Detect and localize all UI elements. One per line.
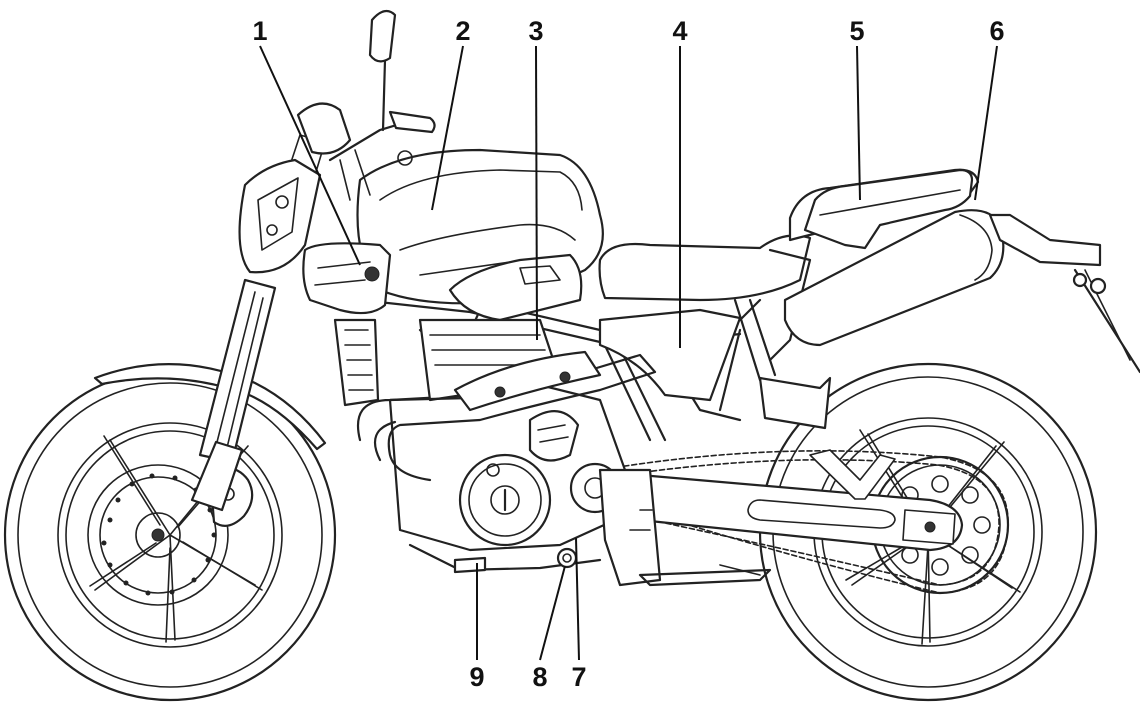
front-fender bbox=[93, 363, 327, 451]
instrument-cluster bbox=[296, 102, 352, 155]
exhaust-headers bbox=[356, 353, 657, 482]
callout-leaders bbox=[259, 45, 998, 661]
callout-6: 6 bbox=[989, 16, 1004, 46]
front-fork bbox=[190, 134, 326, 512]
front-wheel bbox=[3, 368, 337, 702]
callout-8: 8 bbox=[532, 662, 547, 692]
muffler bbox=[783, 209, 1005, 347]
radiator-side-cover bbox=[302, 242, 392, 315]
front-brake-disc bbox=[87, 464, 229, 606]
rider-seat bbox=[598, 234, 812, 302]
callout-1: 1 bbox=[252, 16, 267, 46]
grab-handle bbox=[803, 168, 974, 250]
callout-2: 2 bbox=[455, 16, 470, 46]
swingarm bbox=[638, 473, 964, 552]
callout-numbers: 1 2 3 4 5 6 7 8 9 bbox=[252, 16, 1004, 692]
drive-chain bbox=[599, 450, 1009, 594]
callout-3: 3 bbox=[528, 16, 543, 46]
side-stand bbox=[638, 568, 772, 587]
rear-view-mirror bbox=[368, 9, 397, 63]
callout-5: 5 bbox=[849, 16, 864, 46]
headlight bbox=[238, 158, 322, 274]
callout-9: 9 bbox=[469, 662, 484, 692]
side-cover bbox=[598, 308, 742, 402]
engine bbox=[388, 318, 627, 552]
callout-7: 7 bbox=[571, 662, 586, 692]
shift-pivot-bolt bbox=[556, 547, 578, 569]
callout-4: 4 bbox=[672, 16, 687, 46]
